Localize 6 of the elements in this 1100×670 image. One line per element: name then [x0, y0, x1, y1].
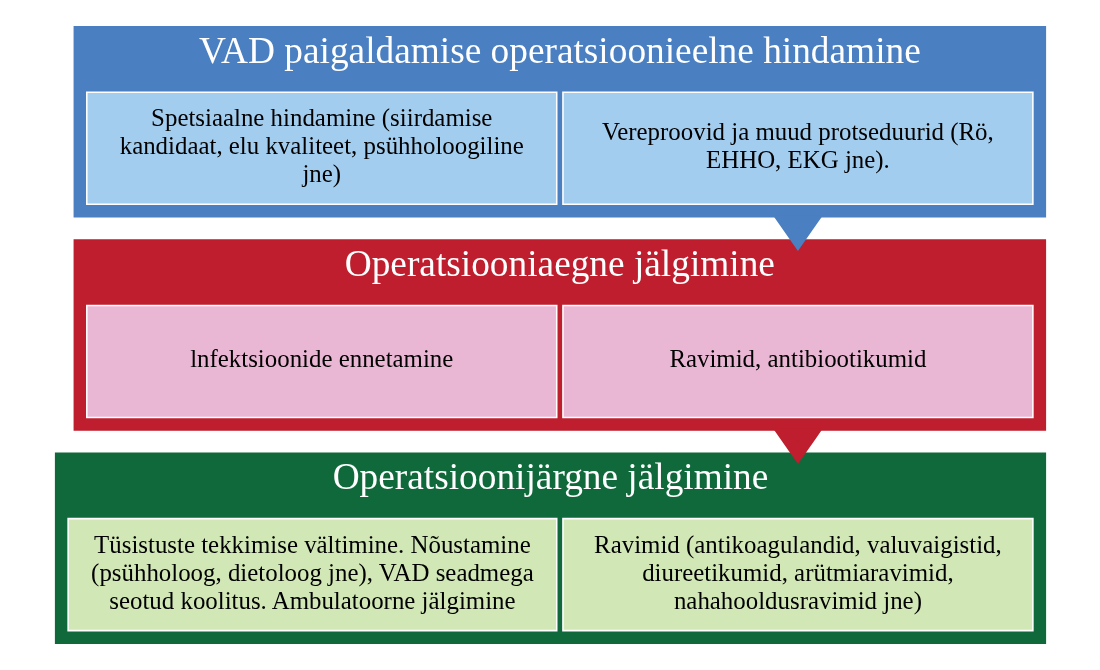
node-box: Tüsistuste tekkimise vältimine. Nõustamine (psühholoog, dietoloog jne), VAD seadmega seotud koolitus. Ambulatoorne jälgimine [66, 517, 557, 632]
node-box: Spetsiaalne hindamine (siirdamise kandidaat, elu kvaliteet, psühholoogiline jne) [85, 91, 557, 206]
node-box: Ravimid (antikoagulandid, valuvaigistid, diureetikumid, arütmiaravimid, nahahooldusravimid jne) [561, 517, 1034, 632]
node-box: lnfektsioonide ennetamine [85, 304, 557, 419]
node-box: Vereproovid ja muud protseduurid (Rö, EHHO, EKG jne). [561, 91, 1034, 206]
node-box: Ravimid, antibiootikumid [561, 304, 1034, 419]
